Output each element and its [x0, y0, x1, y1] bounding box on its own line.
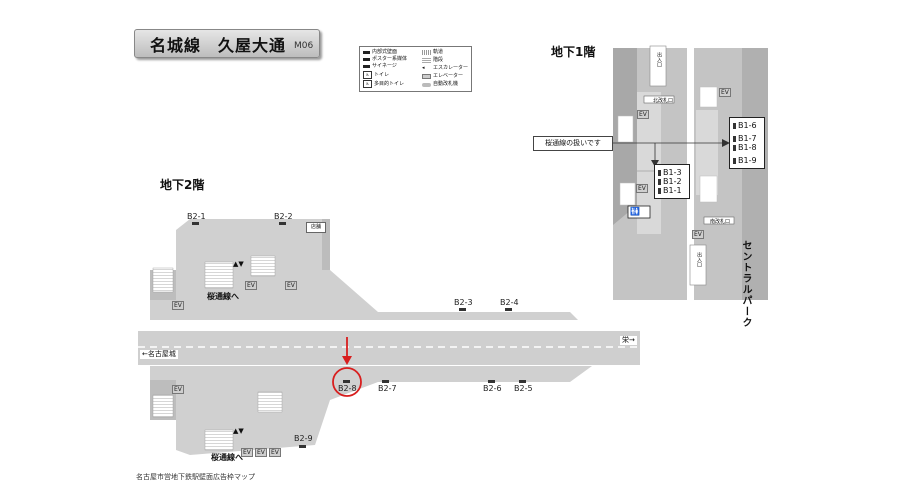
legend-item: 階段 [422, 57, 443, 64]
ad-slot-b2-8[interactable] [343, 380, 350, 383]
title-plate [134, 29, 320, 58]
callout-arrow-right [722, 139, 730, 147]
ad-label-b2-9: B2-9 [294, 434, 313, 443]
ad-label-b2-1: B2-1 [187, 212, 206, 221]
b1-right-platform-area [696, 110, 718, 195]
b1-right-exit-sign [689, 244, 707, 286]
ad-label-b2-8: B2-8 [338, 384, 357, 393]
b2-lower-concourse [150, 366, 592, 455]
transfer-sakuradori-upper: 桜通線へ [207, 292, 239, 301]
ad-slot-b1-1[interactable]: B1-1 [658, 186, 686, 195]
station-title: 名城線 久屋大通 [150, 36, 287, 55]
escalator-icon: ◂ [422, 65, 425, 71]
b1-right-exit-sign-text: 出入口 [696, 252, 702, 267]
legend-item: ◂エスカレーター [422, 65, 469, 71]
elevator-icon: EV [269, 448, 281, 457]
elevator-icon: EV [692, 230, 704, 239]
north-wicket-label: 北改札口 [652, 98, 673, 104]
legend-item: ♿トイレ [363, 71, 389, 79]
highlight-circle [332, 367, 362, 397]
elevator-icon: EV [636, 184, 648, 193]
ad-slot-b2-9[interactable] [299, 445, 306, 448]
accessible-toilet-icon: ♿ [363, 80, 372, 88]
ad-label-b2-2: B2-2 [274, 212, 293, 221]
direction-nagoya-castle: ←名古屋城 [140, 350, 178, 359]
solid-bar-icon [363, 51, 370, 54]
b2-track-band [138, 331, 640, 365]
legend-item: ポスター系媒体 [363, 56, 407, 63]
ad-slot-b2-1[interactable] [192, 222, 199, 225]
north-wicket [643, 95, 675, 104]
highlight-arrow-head [342, 356, 352, 365]
ad-slot-b2-6[interactable] [488, 380, 495, 383]
legend-item: サイネージ [363, 63, 397, 70]
b1-stairs [617, 86, 718, 206]
toilet-icon: ♿ [363, 71, 372, 79]
floor-label-b2: 地下2階 [160, 178, 205, 192]
transfer-sakuradori-lower: 桜通線へ [211, 453, 243, 462]
ad-slot-b1-3[interactable]: B1-3 [658, 168, 686, 177]
ad-label-b2-5: B2-5 [514, 384, 533, 393]
ad-label-b2-7: B2-7 [378, 384, 397, 393]
floor-label-b1: 地下1階 [551, 45, 596, 59]
elevator-icon: EV [172, 385, 184, 394]
solid-bar-icon [363, 65, 370, 68]
ad-slot-b1-9[interactable]: B1-9 [733, 156, 761, 165]
ad-slot-b2-3[interactable] [459, 308, 466, 311]
central-park-label: セントラルパーク [740, 240, 751, 328]
toilet-icon [627, 205, 651, 219]
ad-slot-b2-2[interactable] [279, 222, 286, 225]
elevator-icon: EV [172, 301, 184, 310]
shop-label: 店舗 [306, 222, 326, 233]
legend-item: 自動改札機 [422, 81, 458, 88]
ad-slot-b1-7[interactable]: B1-7 [733, 134, 761, 143]
direction-sakae: 栄→ [620, 336, 637, 345]
ad-label-b2-3: B2-3 [454, 298, 473, 307]
ad-label-b2-4: B2-4 [500, 298, 519, 307]
elevator-icon: EV [255, 448, 267, 457]
south-wicket-label: 南改札口 [709, 219, 730, 225]
b1-left-exit-sign-text: 出入口 [656, 52, 662, 67]
b1-left-platform-area [637, 92, 661, 170]
track-pattern-icon [422, 50, 431, 55]
ad-slot-b1-8[interactable]: B1-8 [733, 143, 761, 152]
toilet-symbol-icon: 🚻 [630, 207, 640, 216]
ad-slot-b1-2[interactable]: B1-2 [658, 177, 686, 186]
ad-slot-b2-4[interactable] [505, 308, 512, 311]
legend-item: 内部式壁面 [363, 49, 397, 56]
station-code: M06 [294, 41, 314, 51]
ad-label-b2-6: B2-6 [483, 384, 502, 393]
escalator-icon: ▲▼ [233, 260, 244, 268]
solid-bar-icon [363, 58, 370, 61]
elevator-icon: EV [245, 281, 257, 290]
legend: 内部式壁面 ポスター系媒体 サイネージ ♿トイレ ♿多目的トイレ 軌道 階段 ◂… [359, 46, 472, 92]
ad-slot-b2-5[interactable] [519, 380, 526, 383]
b1-ad-list-left: B1-3 B1-2 B1-1 [654, 164, 690, 199]
callout-arrow-down [651, 160, 659, 167]
ad-slot-b2-7[interactable] [382, 380, 389, 383]
south-wicket [703, 216, 735, 225]
ad-slot-b1-6[interactable]: B1-6 [733, 121, 761, 130]
b2-stairs [152, 255, 283, 451]
elevator-icon: EV [637, 110, 649, 119]
elevator-icon [422, 74, 431, 79]
b1-right-dark-zone [742, 48, 768, 300]
elevator-icon: EV [719, 88, 731, 97]
gate-icon [422, 82, 431, 87]
b1-callout-box: 桜通線の扱いです [533, 136, 613, 151]
legend-item: ♿多目的トイレ [363, 80, 404, 88]
legend-item: エレベーター [422, 73, 463, 80]
elevator-icon: EV [285, 281, 297, 290]
escalator-icon: ▲▼ [233, 427, 244, 435]
b2-upper-concourse [150, 219, 578, 320]
elevator-icon: EV [241, 448, 253, 457]
map-caption: 名古屋市営地下鉄駅壁面広告枠マップ [136, 473, 255, 481]
stairs-pattern-icon [422, 58, 431, 63]
legend-item: 軌道 [422, 49, 443, 56]
b1-ad-list-right: B1-6 B1-7 B1-8 B1-9 [729, 117, 765, 169]
b1-left-exit-sign [649, 45, 667, 87]
